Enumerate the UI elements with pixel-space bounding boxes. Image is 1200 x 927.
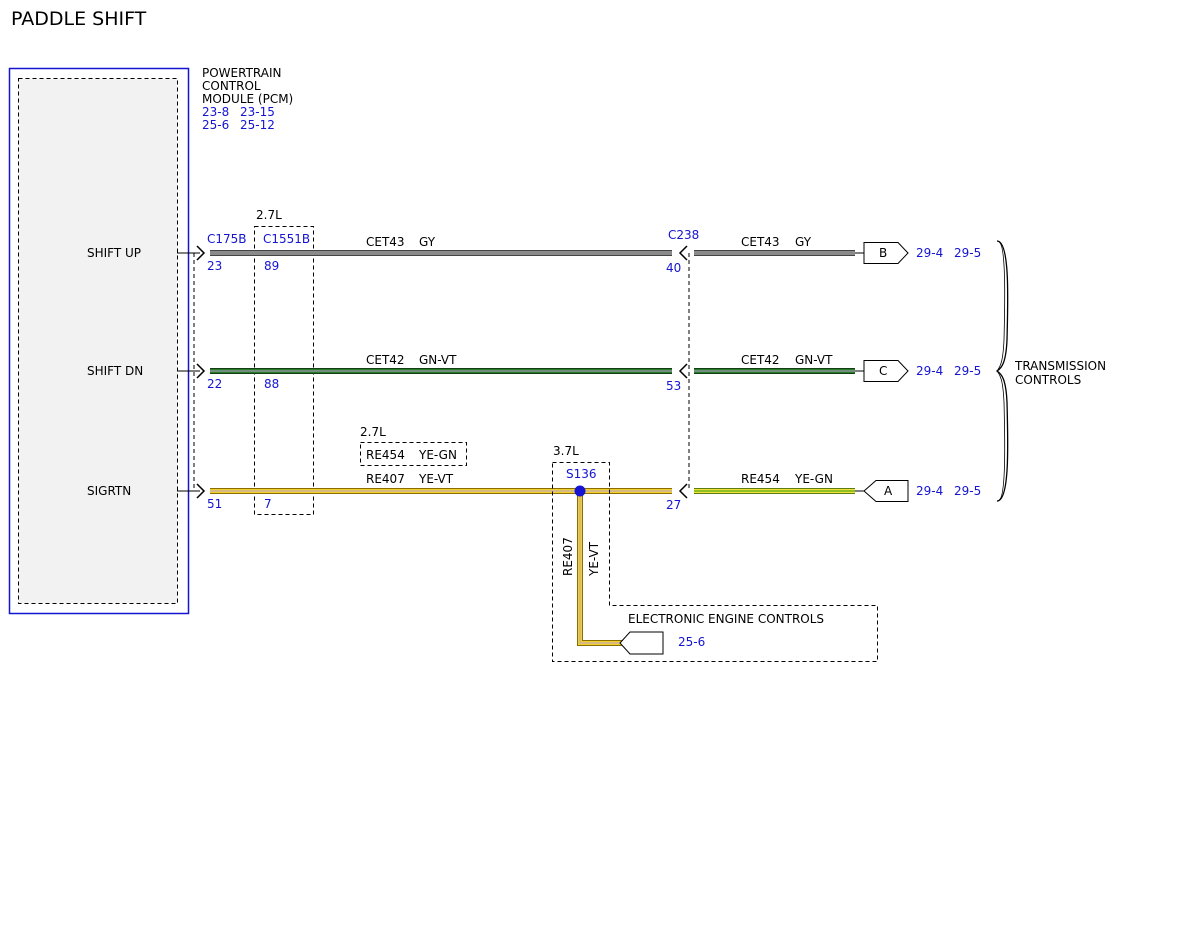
alt-circuit-label: RE454	[366, 448, 405, 462]
eec-ref[interactable]: 25-6	[678, 635, 705, 649]
pin-number: 7	[264, 497, 272, 511]
connector-pin-icon	[678, 245, 688, 261]
pcm-ref-3[interactable]: 25-6	[202, 118, 229, 132]
terminal-label: A	[884, 484, 893, 498]
eec-label: ELECTRONIC ENGINE CONTROLS	[628, 612, 824, 626]
ref-link[interactable]: 29-5	[954, 246, 981, 260]
terminal-a-icon	[863, 480, 909, 502]
connector-pin-icon	[678, 483, 688, 499]
connector-pin-icon	[196, 483, 206, 499]
wire-color-label: GN-VT	[419, 353, 457, 367]
brace-icon	[995, 240, 1009, 502]
diagram-title: PADDLE SHIFT	[11, 8, 147, 30]
ref-link[interactable]: 29-5	[954, 364, 981, 378]
branch-color-label: YE-VT	[587, 541, 601, 577]
transmission-label-line2: CONTROLS	[1015, 373, 1081, 387]
pcm-module	[8, 67, 190, 615]
pin-number: 53	[666, 379, 681, 393]
pin-number: 27	[666, 498, 681, 512]
ref-link[interactable]: 29-4	[916, 364, 943, 378]
transmission-label-line1: TRANSMISSION	[1014, 359, 1106, 373]
splice-name[interactable]: S136	[566, 467, 597, 481]
splice-region-box	[552, 462, 878, 662]
pin-number: 51	[207, 497, 222, 511]
pcm-ref-2[interactable]: 23-15	[240, 105, 275, 119]
splice-variant: 3.7L	[553, 444, 579, 458]
wire-re407-branch[interactable]	[577, 491, 622, 646]
pcm-name-line1: POWERTRAIN	[202, 66, 282, 80]
branch-circuit-label: RE407	[561, 537, 575, 576]
terminal-c-icon	[863, 360, 909, 382]
connector-c238[interactable]: C238	[668, 228, 699, 242]
wire-color-label: GY	[795, 235, 812, 249]
pin-label-sigrtn: SIGRTN	[87, 484, 131, 498]
pin-number: 40	[666, 261, 681, 275]
inline-connector-variant: 2.7L	[256, 208, 282, 222]
wire-color-label: YE-GN	[794, 472, 833, 486]
connector-pin-icon	[678, 363, 688, 379]
eec-terminal-icon	[619, 631, 664, 655]
connector-c1551b[interactable]: C1551B	[263, 232, 310, 246]
wire-circuit-label: CET42	[741, 353, 780, 367]
alt-circuit-box	[360, 442, 467, 466]
ref-link[interactable]: 29-4	[916, 484, 943, 498]
wire-circuit-label: CET43	[366, 235, 405, 249]
pcm-ref-4[interactable]: 25-12	[240, 118, 275, 132]
pin-number: 88	[264, 377, 279, 391]
wire-color-label: GN-VT	[795, 353, 833, 367]
connector-pin-icon	[196, 363, 206, 379]
pin-number: 89	[264, 259, 279, 273]
alt-circuit-variant: 2.7L	[360, 425, 386, 439]
ref-link[interactable]: 29-5	[954, 484, 981, 498]
connector-c175b[interactable]: C175B	[207, 232, 247, 246]
terminal-label: C	[879, 364, 887, 378]
wire-color-label: YE-VT	[418, 472, 454, 486]
wire-circuit-label: CET43	[741, 235, 780, 249]
wire-color-label: GY	[419, 235, 436, 249]
wire-circuit-label: CET42	[366, 353, 405, 367]
pcm-name-line3: MODULE (PCM)	[202, 92, 293, 106]
wire-circuit-label: RE454	[741, 472, 780, 486]
ref-link[interactable]: 29-4	[916, 246, 943, 260]
terminal-label: B	[879, 246, 887, 260]
pcm-ref-1[interactable]: 23-8	[202, 105, 229, 119]
pin-label-shift-dn: SHIFT DN	[87, 364, 143, 378]
splice-dot-icon[interactable]	[574, 485, 586, 497]
terminal-b-icon	[863, 242, 909, 264]
connector-pin-icon	[196, 245, 206, 261]
pcm-name-line2: CONTROL	[202, 79, 261, 93]
pin-label-shift-up: SHIFT UP	[87, 246, 141, 260]
alt-circuit-color: YE-GN	[418, 448, 457, 462]
wire-circuit-label: RE407	[366, 472, 405, 486]
pin-number: 23	[207, 259, 222, 273]
pin-number: 22	[207, 377, 222, 391]
